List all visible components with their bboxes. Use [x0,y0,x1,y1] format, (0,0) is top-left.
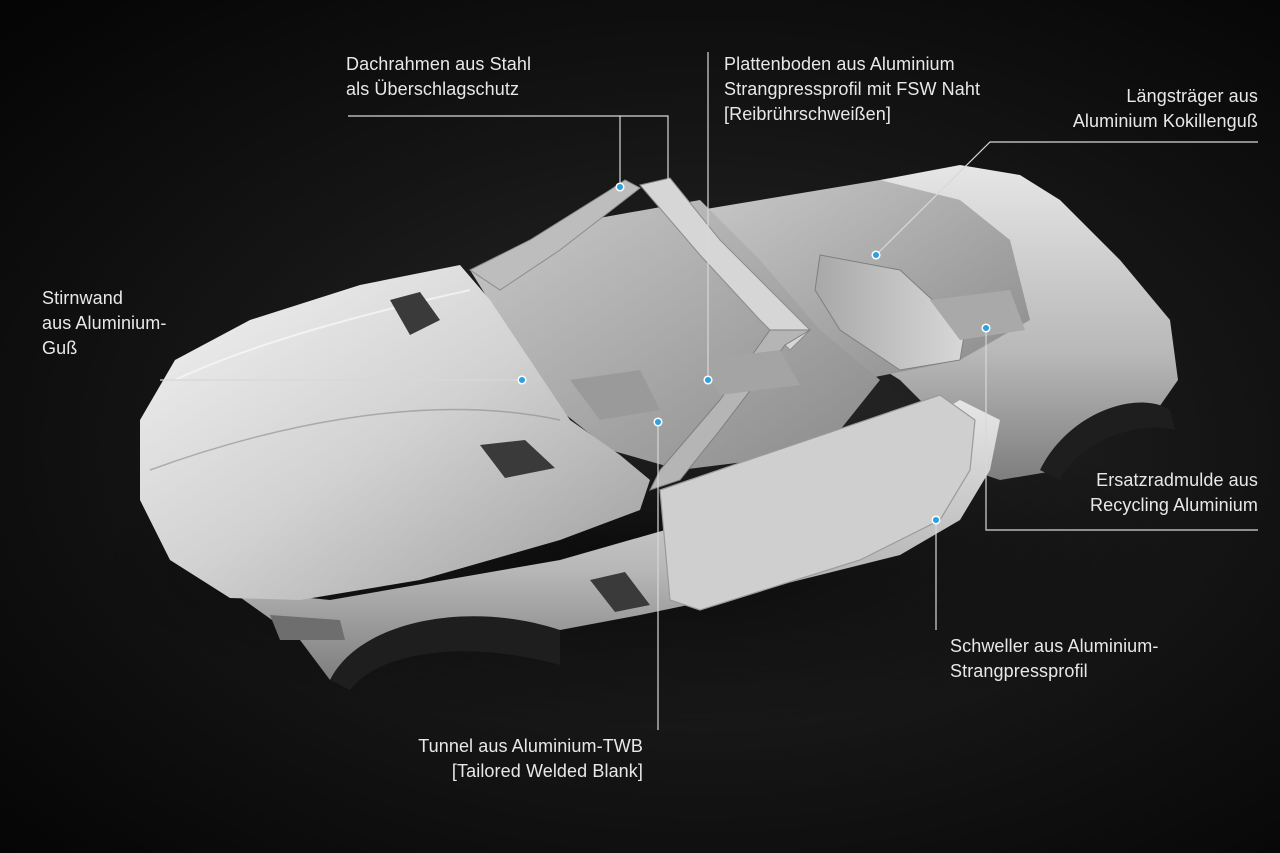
label-dachrahmen: Dachrahmen aus Stahl als Überschlagschut… [346,52,531,102]
label-stirnwand-line-1: Stirnwand [42,288,123,308]
leader-dachrahmen [348,115,621,187]
label-stirnwand-line-3: Guß [42,338,78,358]
label-ersatzradmulde-line-2: Recycling Aluminium [1090,495,1258,515]
marker-tunnel [653,417,663,427]
label-plattenboden-line-3: [Reibrührschweißen] [724,104,891,124]
label-stirnwand-line-2: aus Aluminium- [42,313,167,333]
label-ersatzradmulde: Ersatzradmulde aus Recycling Aluminium [1090,468,1258,518]
marker-schweller [931,515,941,525]
label-tunnel-line-2: [Tailored Welded Blank] [451,761,643,781]
car-body-illustration [140,165,1178,690]
label-tunnel: Tunnel aus Aluminium-TWB [Tailored Welde… [418,734,643,784]
label-schweller-line-2: Strangpressprofil [950,661,1088,681]
label-dachrahmen-line-1: Dachrahmen aus Stahl [346,54,532,74]
label-plattenboden-line-2: Strangpressprofil mit FSW Naht [724,79,981,99]
marker-dachrahmen [615,182,625,192]
leader-laengstraeger [875,141,1258,256]
label-dachrahmen-line-2: als Überschlagschutz [346,79,520,99]
marker-dots [517,182,991,525]
marker-stirnwand [517,375,527,385]
label-laengstraeger: Längsträger aus Aluminium Kokillenguß [1073,84,1258,134]
leader-dachrahmen-2 [620,115,669,182]
label-ersatzradmulde-line-1: Ersatzradmulde aus [1096,470,1258,490]
label-laengstraeger-line-1: Längsträger aus [1126,86,1258,106]
label-schweller-line-1: Schweller aus Aluminium- [950,636,1159,656]
label-plattenboden-line-1: Plattenboden aus Aluminium [724,54,955,74]
leader-lines [160,52,1258,730]
label-plattenboden: Plattenboden aus Aluminium Strangpresspr… [724,52,980,127]
marker-plattenboden [703,375,713,385]
marker-ersatzradmulde [981,323,991,333]
marker-laengstraeger [871,250,881,260]
label-stirnwand: Stirnwand aus Aluminium- Guß [42,286,166,361]
label-tunnel-line-1: Tunnel aus Aluminium-TWB [418,736,643,756]
label-laengstraeger-line-2: Aluminium Kokillenguß [1072,111,1258,131]
label-schweller: Schweller aus Aluminium- Strangpressprof… [950,634,1158,684]
leader-ersatzradmulde [985,328,1258,531]
